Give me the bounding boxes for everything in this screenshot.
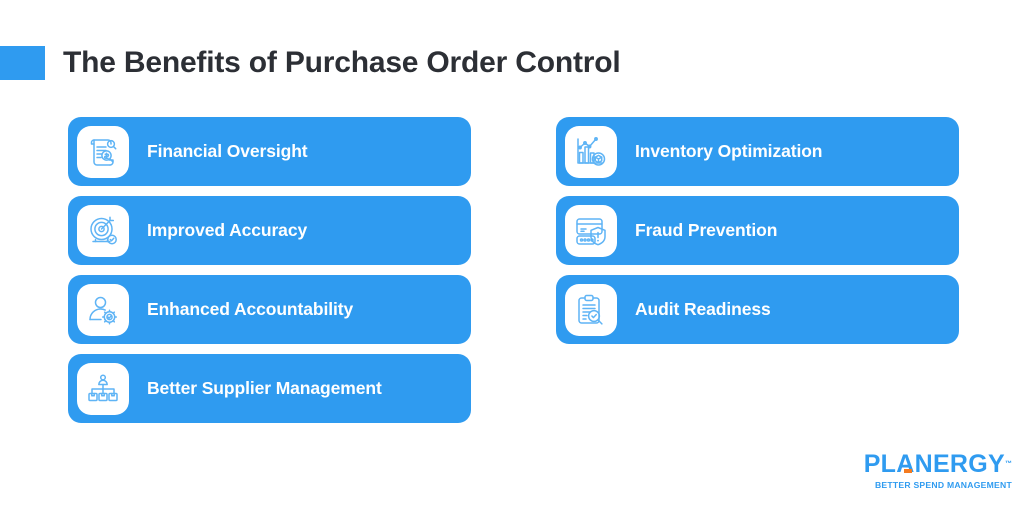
benefit-card-better-supplier-management[interactable]: Better Supplier Management [68,354,471,423]
bar-chart-package-icon [565,125,617,178]
page-header: The Benefits of Purchase Order Control [0,46,621,80]
benefit-card-label: Enhanced Accountability [147,298,354,319]
logo-tagline: BETTER SPEND MANAGEMENT [874,480,1012,490]
planergy-logo: PLANERGY ™ BETTER SPEND MANAGEMENT [864,452,1012,490]
benefit-card-label: Fraud Prevention [635,219,778,240]
benefit-card-audit-readiness[interactable]: Audit Readiness [556,275,959,344]
benefit-card-improved-accuracy[interactable]: Improved Accuracy [68,196,471,265]
logo-trademark-symbol: ™ [1005,460,1012,468]
benefits-column-left: Financial Oversight [68,117,471,423]
benefit-card-label: Better Supplier Management [147,377,382,398]
target-arrow-check-icon [77,204,129,257]
benefits-column-right: Inventory Optimization [556,117,959,423]
benefits-grid: Financial Oversight [68,117,959,423]
benefit-card-enhanced-accountability[interactable]: Enhanced Accountability [68,275,471,344]
logo-wordmark-row: PLANERGY ™ [864,452,1012,477]
logo-wordmark: PLANERGY [864,452,1005,477]
benefit-card-inventory-optimization[interactable]: Inventory Optimization [556,117,959,186]
clipboard-magnifier-check-icon [565,283,617,336]
benefit-card-fraud-prevention[interactable]: Fraud Prevention [556,196,959,265]
logo-wordmark-text: PLANERGY [863,450,1005,478]
benefit-card-financial-oversight[interactable]: Financial Oversight [68,117,471,186]
benefit-card-label: Financial Oversight [147,140,308,161]
benefit-card-label: Inventory Optimization [635,140,823,161]
benefit-card-label: Improved Accuracy [147,219,308,240]
credit-card-shield-alert-icon [565,204,617,257]
logo-letter-a-accent [903,469,912,473]
document-magnifier-dollar-icon [77,125,129,178]
benefit-card-label: Audit Readiness [635,298,771,319]
person-gear-check-icon [77,283,129,336]
page-title: The Benefits of Purchase Order Control [63,46,621,79]
title-accent-block [0,46,45,80]
org-chart-boxes-icon [77,362,129,415]
